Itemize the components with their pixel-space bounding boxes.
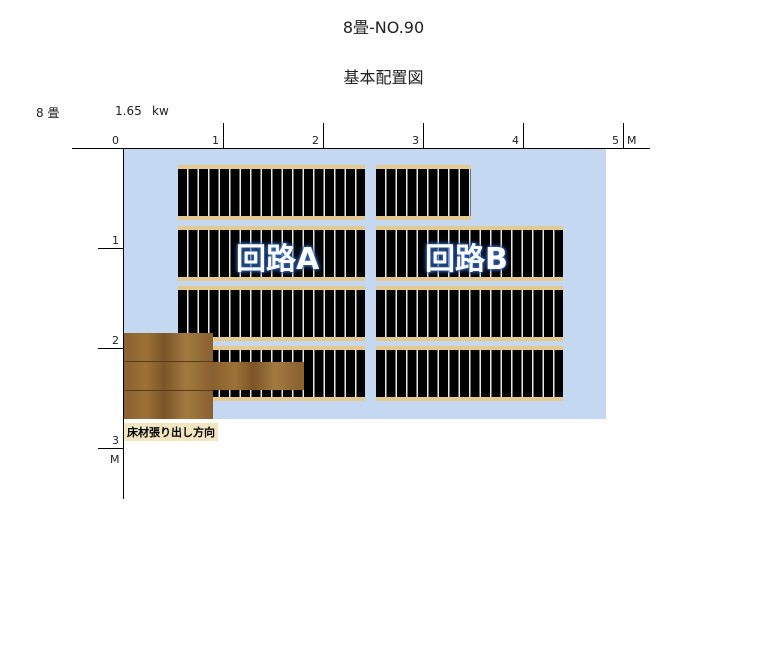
room-size-label: 8 畳 (36, 106, 60, 120)
x-tick-label-5: 5 (612, 134, 619, 147)
x-axis-line (72, 148, 650, 149)
y-tick-label-1: 1 (112, 234, 119, 247)
circuit-a-label: 回路A (236, 242, 320, 277)
wood-floor-direction-plank (213, 362, 304, 390)
x-tick-mark-1 (223, 123, 224, 149)
power-unit: kw (152, 104, 169, 118)
x-tick-label-2: 2 (312, 134, 319, 147)
x-axis-unit: M (627, 134, 637, 147)
y-tick-label-2: 2 (112, 334, 119, 347)
heater-panel (376, 286, 563, 341)
x-tick-mark-5 (623, 123, 624, 149)
heater-panel (376, 346, 563, 401)
heater-panel (178, 226, 365, 281)
y-axis-unit: M (110, 453, 120, 466)
y-tick-mark-2 (98, 348, 124, 349)
drawing-title: 8畳-NO.90 (342, 18, 425, 37)
wood-floor-sample (124, 333, 213, 419)
heater-panel (376, 165, 471, 220)
drawing-subtitle: 基本配置図 (343, 68, 424, 87)
x-tick-label-0: 0 (112, 134, 119, 147)
y-tick-label-3: 3 (112, 434, 119, 447)
heater-panel (178, 286, 365, 341)
x-tick-mark-2 (323, 123, 324, 149)
y-axis-line (123, 148, 124, 499)
x-tick-label-3: 3 (412, 134, 419, 147)
floor-direction-label: 床材張り出し方向 (124, 423, 218, 441)
x-tick-label-4: 4 (512, 134, 519, 147)
y-tick-mark-3 (98, 448, 124, 449)
circuit-b-label: 回路B (425, 242, 508, 277)
heater-panel (178, 165, 365, 220)
x-tick-label-1: 1 (212, 134, 219, 147)
power-value: 1.65 (115, 104, 142, 118)
x-tick-mark-4 (523, 123, 524, 149)
heater-panel (376, 226, 563, 281)
y-tick-mark-1 (98, 248, 124, 249)
x-tick-mark-3 (423, 123, 424, 149)
